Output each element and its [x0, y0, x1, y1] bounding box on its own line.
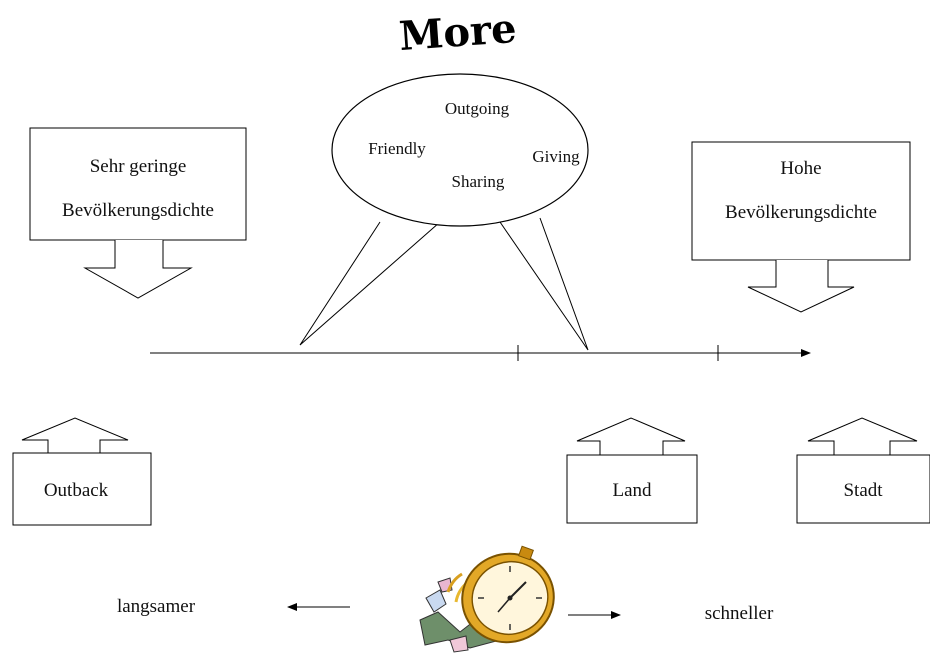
place-label-outback: Outback	[44, 480, 109, 501]
bubble-word-giving: Giving	[532, 147, 580, 166]
down-arrow-low-density	[83, 240, 193, 299]
place-label-stadt: Stadt	[843, 480, 883, 501]
low-density-line2: Bevölkerungsdichte	[62, 200, 214, 221]
place-box-outback: Outback	[12, 417, 152, 526]
up-arrow-stadt	[807, 417, 918, 455]
place-label-land: Land	[612, 480, 652, 501]
bubble-word-sharing: Sharing	[452, 172, 505, 191]
callout-high-density: Hohe Bevölkerungsdichte	[691, 141, 911, 313]
speech-bubble: Outgoing Friendly Giving Sharing	[299, 73, 589, 351]
tempo-slower-label: langsamer	[117, 596, 196, 617]
high-density-line2: Bevölkerungsdichte	[725, 202, 877, 223]
bubble-word-friendly: Friendly	[368, 139, 426, 158]
bubble-word-outgoing: Outgoing	[445, 99, 510, 118]
up-arrow-land	[576, 417, 686, 455]
down-arrow-high-density	[747, 260, 855, 313]
place-box-land: Land	[566, 417, 698, 524]
up-arrow-outback	[21, 417, 129, 453]
high-density-line1: Hohe	[780, 158, 821, 179]
tempo-faster-label: schneller	[705, 603, 774, 624]
callout-low-density: Sehr geringe Bevölkerungsdichte	[29, 127, 247, 299]
place-box-stadt: Stadt	[796, 417, 930, 524]
low-density-line1: Sehr geringe	[90, 156, 187, 177]
title-more: More	[398, 5, 518, 60]
density-axis	[150, 345, 811, 361]
stopwatch-icon	[419, 545, 555, 653]
